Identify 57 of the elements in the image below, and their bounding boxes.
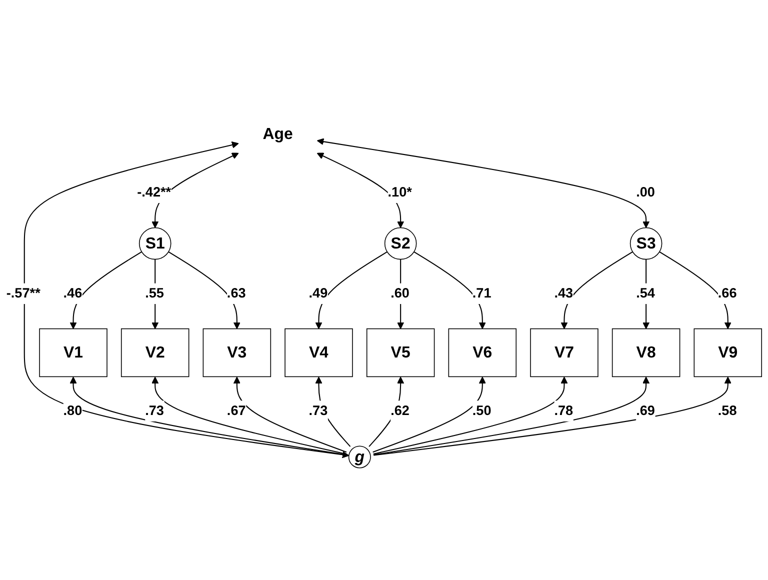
arrow	[233, 376, 347, 453]
edge-label: .49	[308, 286, 328, 302]
node-box: V7	[530, 328, 598, 378]
arrow	[152, 376, 346, 455]
arrow	[560, 252, 633, 330]
arrow	[373, 376, 650, 456]
arrow	[316, 138, 650, 228]
edge-label: .60	[390, 286, 410, 302]
node-circle: g	[348, 446, 371, 469]
edge-label: .73	[145, 403, 164, 419]
edge-label: .80	[63, 403, 82, 419]
arrow	[659, 252, 732, 330]
edge-label: .43	[554, 286, 574, 302]
edge-label: -.57**	[6, 286, 40, 302]
arrow	[414, 252, 486, 330]
arrow	[397, 260, 404, 330]
node-box: V9	[694, 328, 762, 378]
arrow	[316, 153, 404, 228]
edge-label: .73	[308, 403, 328, 419]
arrow	[70, 376, 346, 456]
node-circle: S3	[630, 228, 662, 260]
node-box: V6	[448, 328, 517, 378]
node-box: V1	[39, 328, 108, 378]
node-box: V4	[284, 328, 353, 378]
arrow	[373, 376, 568, 455]
arrow	[168, 252, 240, 330]
arrow	[315, 376, 351, 448]
arrow	[372, 376, 486, 453]
node-box: V8	[612, 328, 680, 378]
edge-label: .54	[636, 286, 655, 302]
edge-label: -.42**	[137, 184, 172, 200]
edge-label: .58	[718, 403, 737, 419]
edge-label: .55	[145, 286, 164, 302]
edge-label: .50	[472, 403, 492, 419]
arrow	[152, 260, 159, 330]
edge-label: .62	[390, 403, 410, 419]
node-text: Age	[262, 126, 293, 144]
edge-label: .66	[718, 286, 737, 302]
edge-label: .69	[636, 403, 655, 419]
edge-label: .71	[472, 286, 492, 302]
edge-label: .46	[63, 286, 82, 302]
arrow	[24, 142, 350, 458]
node-box: V3	[202, 328, 272, 378]
node-box: V5	[366, 328, 435, 378]
arrow	[374, 376, 732, 456]
arrow	[315, 252, 388, 330]
arrow	[70, 252, 142, 330]
edge-label: .67	[226, 403, 246, 419]
edge-label: .78	[554, 403, 574, 419]
edge-label: .00	[636, 184, 655, 200]
arrow	[642, 260, 650, 330]
arrow	[368, 376, 404, 448]
node-circle: S1	[138, 228, 172, 260]
node-box: V2	[120, 328, 190, 378]
node-circle: S2	[384, 228, 417, 260]
edge-label: .10*	[388, 184, 412, 200]
edge-label: .63	[226, 286, 246, 302]
